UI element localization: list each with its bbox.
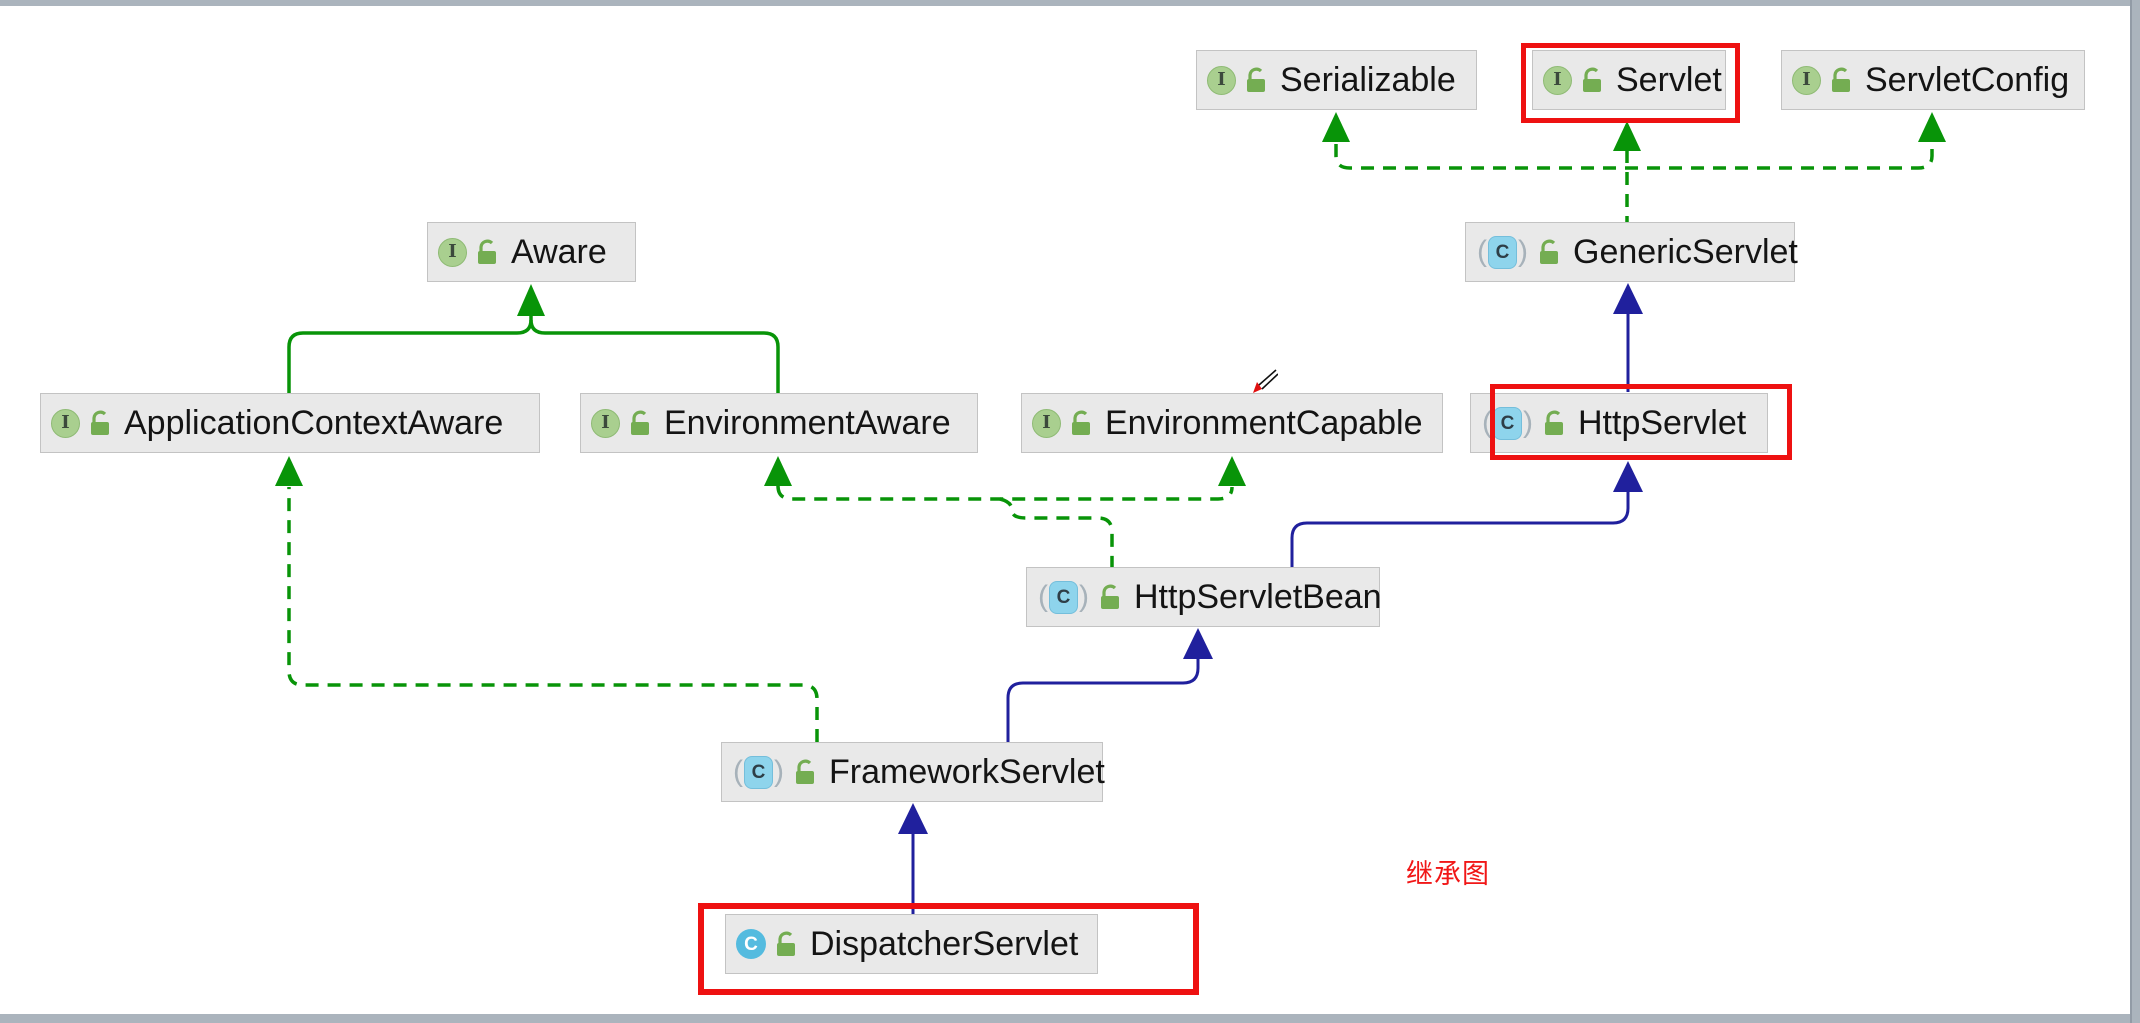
lock-icon [1069,410,1093,437]
interface-icon: I [1792,65,1821,95]
node-label: GenericServlet [1573,232,1798,271]
lock-icon [1098,584,1122,611]
node-label: ServletConfig [1865,60,2070,99]
lock-icon [774,931,798,958]
lock-icon [1244,67,1268,94]
node-frameworkservlet[interactable]: (C) FrameworkServlet [721,742,1105,802]
lock-icon [628,410,652,437]
node-genericservlet[interactable]: (C) GenericServlet [1465,222,1798,282]
node-label: ApplicationContextAware [124,403,504,442]
window-bottom-bar [0,1014,2140,1023]
node-dispatcherservlet[interactable]: C DispatcherServlet [725,914,1098,974]
abstract-class-icon: (C) [733,755,784,789]
interface-icon: I [51,408,80,438]
interface-icon: I [1543,65,1572,95]
node-aware[interactable]: I Aware [427,222,636,282]
lock-icon [1537,239,1561,266]
lock-icon [793,759,817,786]
node-label: Servlet [1616,60,1722,99]
interface-icon: I [438,237,467,267]
annotation-text: 继承图 [1406,859,1490,889]
interface-icon: I [1207,65,1236,95]
node-applicationcontextaware[interactable]: I ApplicationContextAware [40,393,540,453]
node-servletconfig[interactable]: I ServletConfig [1781,50,2085,110]
window-top-bar [0,0,2140,6]
node-label: HttpServlet [1578,403,1747,442]
pencil-cursor-icon [1253,369,1278,393]
window-right-bar [2130,0,2140,1023]
lock-icon [1829,67,1853,94]
interface-icon: I [591,408,620,438]
abstract-class-icon: (C) [1038,580,1089,614]
node-label: HttpServletBean [1134,577,1382,616]
node-label: EnvironmentAware [664,403,951,442]
lock-icon [1580,67,1604,94]
node-environmentcapable[interactable]: I EnvironmentCapable [1021,393,1443,453]
node-serializable[interactable]: I Serializable [1196,50,1477,110]
lock-icon [1542,410,1566,437]
node-servlet[interactable]: I Servlet [1532,50,1726,110]
node-label: EnvironmentCapable [1105,403,1423,442]
class-icon: C [736,929,766,959]
node-label: Aware [511,232,607,271]
node-label: FrameworkServlet [829,752,1105,791]
interface-icon: I [1032,408,1061,438]
abstract-class-icon: (C) [1482,406,1533,440]
node-httpservlet[interactable]: (C) HttpServlet [1470,393,1768,453]
node-label: DispatcherServlet [810,924,1079,963]
abstract-class-icon: (C) [1477,235,1528,269]
node-environmentaware[interactable]: I EnvironmentAware [580,393,978,453]
node-label: Serializable [1280,60,1456,99]
lock-icon [88,410,112,437]
node-httpservletbean[interactable]: (C) HttpServletBean [1026,567,1382,627]
lock-icon [475,239,499,266]
